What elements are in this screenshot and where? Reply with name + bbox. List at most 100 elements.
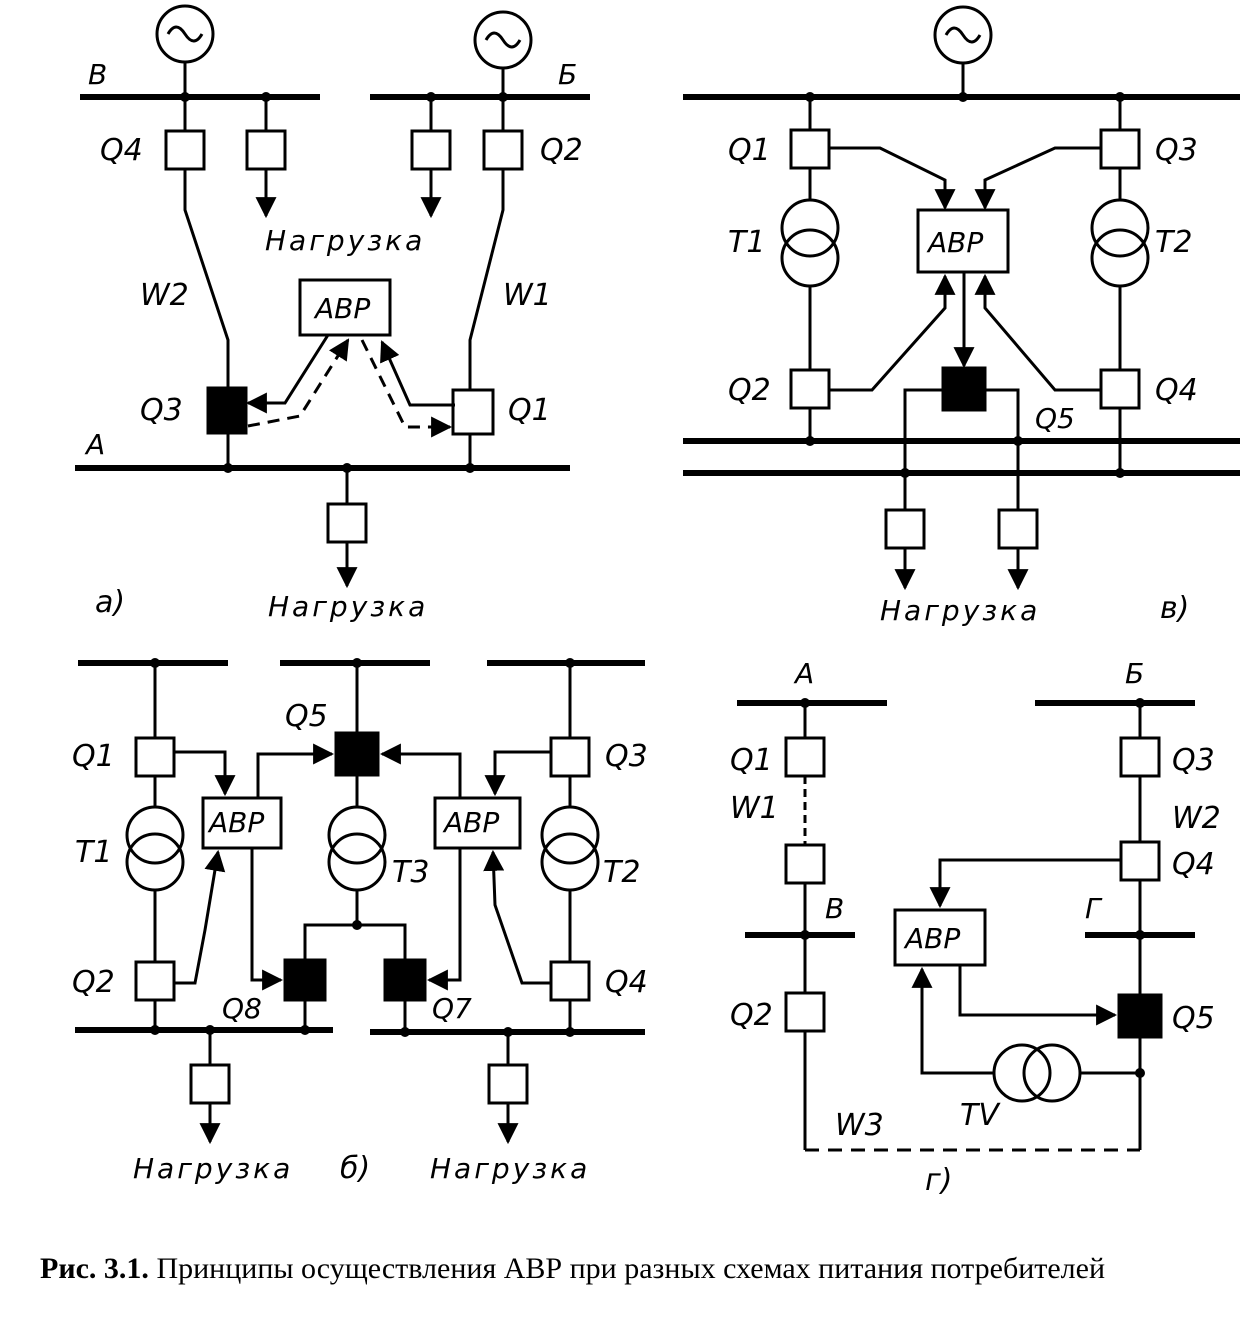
breaker-q5-b: [334, 731, 380, 777]
label-t1-b: T1: [75, 835, 112, 870]
breaker-load-v: [245, 129, 287, 171]
avr-b-right-q7-link: [426, 848, 462, 991]
breaker-q5-g: [1117, 993, 1163, 1039]
label-q4-b: Q4: [605, 965, 648, 1000]
transformer-t3-upper: [327, 805, 387, 865]
breaker-q2-v: [789, 368, 831, 410]
avr-q1-signal: [380, 340, 455, 407]
label-q5-v: Q5: [1035, 402, 1075, 435]
avr-g-tv-link: [911, 966, 994, 1075]
label-q2-a: Q2: [540, 133, 583, 168]
avr-b-right-q4-link: [483, 849, 551, 985]
label-q8-b: Q8: [222, 992, 262, 1025]
label-t2-b: T2: [603, 855, 640, 890]
label-bus-b: Б: [558, 58, 577, 91]
label-t3-b: T3: [392, 855, 429, 890]
panel-b: [75, 658, 645, 1145]
label-q4-v: Q4: [1155, 373, 1198, 408]
label-load-b-right: Нагрузка: [430, 1152, 590, 1185]
label-q3-a: Q3: [140, 393, 183, 428]
transformer-t1-b-upper: [125, 805, 185, 865]
panel-g-labels: А Б Q1 W1 Q3 W2 Q4 В Г АВР Q2 Q5 TV W3 г…: [730, 657, 1221, 1198]
panel-a: [75, 4, 590, 589]
breaker-q4-a: [164, 129, 206, 171]
label-bus-b-g: Б: [1125, 657, 1144, 690]
transformer-t2-lower: [1090, 228, 1150, 288]
breaker-q3-v: [1099, 128, 1141, 170]
label-avr-a: АВР: [313, 292, 370, 325]
breaker-q3-g: [1119, 736, 1161, 778]
panel-v: [683, 5, 1240, 591]
breaker-q1-b: [134, 736, 176, 778]
label-tv-g: TV: [960, 1098, 1001, 1133]
line-w1: [468, 169, 505, 390]
label-w2: W2: [140, 278, 189, 313]
label-panel-v: в): [1160, 591, 1189, 626]
label-q1-b: Q1: [72, 739, 115, 774]
breaker-q3-a: [206, 386, 248, 435]
panel-g: [737, 698, 1195, 1152]
label-q2-v: Q2: [728, 373, 771, 408]
label-bus-a: А: [84, 428, 105, 461]
breaker-q2-a: [482, 129, 524, 171]
transformer-t2-b-upper: [540, 805, 600, 865]
panel-b-labels: Q1 Q5 Q3 T1 T3 T2 АВР АВР Q2 Q8 Q7 Q4 На…: [72, 699, 648, 1186]
label-load-a-bottom: Нагрузка: [268, 590, 428, 623]
label-panel-b: б): [340, 1151, 370, 1186]
label-w2-g: W2: [1172, 801, 1221, 836]
avr-b-right-q3-link: [484, 750, 551, 797]
label-q1-a: Q1: [508, 393, 551, 428]
label-load-b-left: Нагрузка: [133, 1152, 293, 1185]
avr-block-b-left: [201, 796, 283, 850]
label-bus-v: В: [88, 58, 107, 91]
breaker-q8-b: [283, 958, 327, 1002]
avr-schemes-diagram: В Б А Q4 Q2 W2 W1 Q3 Q1 АВР Нагрузка Наг…: [72, 4, 1240, 1198]
label-q4-a: Q4: [100, 133, 143, 168]
label-panel-a: а): [95, 585, 125, 620]
avr-b-left-q2-link: [174, 849, 226, 985]
label-t2-v: T2: [1155, 225, 1192, 260]
avr-b-left-q1-link: [174, 750, 236, 797]
avr-b-left-q5-link: [256, 743, 335, 798]
label-w1-g: W1: [730, 791, 779, 826]
transformer-tv-left: [992, 1043, 1052, 1103]
breaker-q1-g: [784, 736, 826, 778]
label-bus-g-g: Г: [1085, 892, 1103, 925]
breaker-q4-v: [1099, 368, 1141, 410]
transformer-tv-right: [1022, 1043, 1082, 1103]
line-w2: [183, 169, 230, 388]
label-q1-g: Q1: [730, 743, 773, 778]
label-w3-g: W3: [835, 1108, 884, 1143]
label-t1-v: T1: [728, 225, 765, 260]
avr-v-q4-link: [974, 273, 1101, 392]
transformer-t1-lower: [780, 228, 840, 288]
breaker-q4-g: [1119, 840, 1161, 882]
breaker-w1-end-g: [784, 843, 826, 885]
avr-b-right-q5-link: [379, 743, 462, 798]
transformer-t1-upper: [780, 198, 840, 258]
avr-v-q2-link: [829, 273, 956, 392]
panel-v-labels: Q1 Q3 T1 T2 АВР Q2 Q4 Q5 Нагрузка в): [728, 133, 1198, 627]
panel-a-labels: В Б А Q4 Q2 W2 W1 Q3 Q1 АВР Нагрузка Наг…: [84, 58, 583, 623]
label-q3-b: Q3: [605, 739, 648, 774]
label-load-v: Нагрузка: [880, 594, 1040, 627]
caption-number: Рис. 3.1.: [40, 1252, 149, 1285]
figure-caption: Рис. 3.1. Принципы осуществления АВР при…: [40, 1252, 1220, 1286]
avr-v-q3-link: [974, 146, 1101, 211]
label-w1: W1: [503, 278, 552, 313]
label-q2-g: Q2: [730, 998, 773, 1033]
avr-block-a: [298, 278, 392, 337]
label-q3-g: Q3: [1172, 743, 1215, 778]
breaker-q3-b: [549, 736, 591, 778]
label-panel-g: г): [925, 1163, 952, 1198]
label-q7-b: Q7: [432, 992, 472, 1025]
breaker-q1-v: [789, 128, 831, 170]
caption-text: Принципы осуществления АВР при разных сх…: [156, 1252, 1106, 1285]
label-q3-v: Q3: [1155, 133, 1198, 168]
generator-v-sine: [166, 25, 204, 43]
avr-block-g: [893, 908, 987, 967]
avr-g-q5-link: [958, 965, 1118, 1026]
breaker-q1-a: [451, 388, 495, 436]
label-q4-g: Q4: [1172, 847, 1215, 882]
breaker-q5-v: [941, 366, 987, 412]
